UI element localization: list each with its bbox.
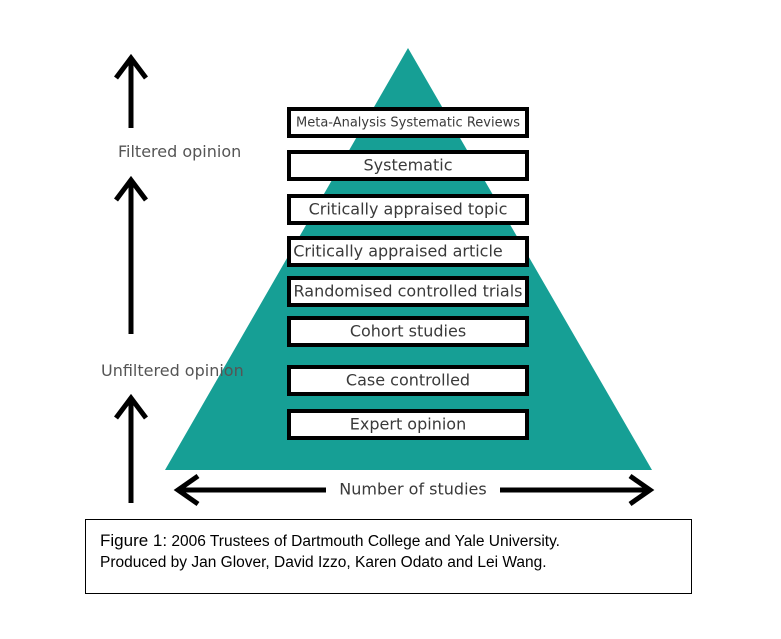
level-label: Critically appraised article <box>293 242 503 261</box>
level-label: Meta-Analysis Systematic Reviews <box>296 116 520 131</box>
caption-line-1: 2006 Trustees of Dartmouth College and Y… <box>171 533 560 550</box>
level-label: Case controlled <box>346 371 470 390</box>
level-randomised-controlled-trials: Randomised controlled trials <box>287 276 529 307</box>
level-case-controlled: Case controlled <box>287 365 529 396</box>
level-label: Cohort studies <box>350 322 466 341</box>
level-critically-appraised-article: Critically appraised article <box>287 236 529 267</box>
figure-caption: Figure 1: 2006 Trustees of Dartmouth Col… <box>85 519 692 594</box>
arrow-up-bottom <box>114 393 148 503</box>
level-cohort-studies: Cohort studies <box>287 316 529 347</box>
number-of-studies-arrow <box>173 473 655 507</box>
unfiltered-opinion-label: Unfiltered opinion <box>101 361 244 380</box>
caption-line-2: Produced by Jan Glover, David Izzo, Kare… <box>100 554 547 571</box>
filtered-opinion-label: Filtered opinion <box>118 142 241 161</box>
level-label: Critically appraised topic <box>309 200 508 219</box>
arrow-up-top <box>114 53 148 128</box>
level-critically-appraised-topic: Critically appraised topic <box>287 194 529 225</box>
arrow-up-middle <box>114 175 148 334</box>
level-label: Randomised controlled trials <box>294 282 523 301</box>
caption-lead: Figure 1: <box>100 531 168 550</box>
level-meta-analysis: Meta-Analysis Systematic Reviews <box>287 107 529 138</box>
level-expert-opinion: Expert opinion <box>287 409 529 440</box>
level-systematic: Systematic <box>287 150 529 181</box>
level-label: Systematic <box>364 156 453 175</box>
level-label: Expert opinion <box>350 415 466 434</box>
number-of-studies-label: Number of studies <box>339 480 486 499</box>
